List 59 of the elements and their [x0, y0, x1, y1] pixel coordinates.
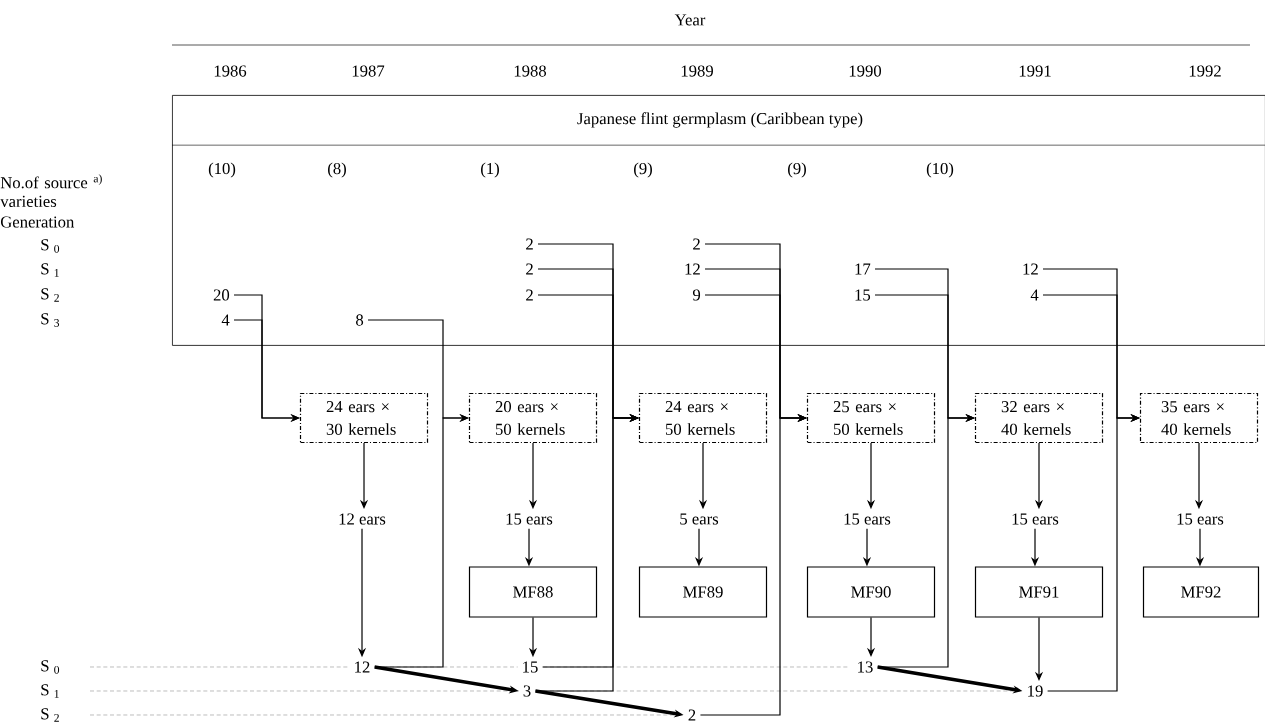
label: (8) [328, 162, 346, 178]
population-box: MF91 [974, 566, 1104, 618]
sample-box: 35 ears × 40 kernels [1139, 392, 1259, 444]
label: (10) [926, 162, 954, 178]
population-box: MF90 [806, 566, 936, 618]
ear-count: 4 [217, 310, 234, 330]
label: S $_{0}$ [41, 239, 60, 253]
label: S $_{2}$ [41, 288, 59, 302]
label: S $_{2}$ [41, 708, 59, 722]
label: (1) [481, 162, 499, 178]
selection-count: 2 [683, 705, 701, 724]
selection-count: 15 [517, 657, 543, 677]
ear-count: 15 ears [839, 509, 895, 529]
sample-box: 24 ears × 30 kernels [299, 392, 429, 444]
selection-count: 12 [349, 657, 375, 677]
label: (10) [208, 162, 236, 178]
selection-count: 3 [518, 681, 536, 701]
ear-count: 9 [688, 285, 705, 305]
ear-count: 5 ears [675, 509, 723, 529]
selection-count: 19 [1022, 681, 1048, 701]
ear-count: 12 [1018, 259, 1043, 279]
ear-count: 17 [850, 259, 875, 279]
ear-count: 15 ears [501, 509, 557, 529]
sample-box: 32 ears × 40 kernels [974, 392, 1104, 444]
ear-count: 8 [351, 310, 368, 330]
ear-count: 15 ears [1007, 509, 1063, 529]
label: (9) [634, 162, 652, 178]
population-box: MF88 [468, 566, 598, 618]
ear-count: 2 [521, 285, 538, 305]
population-box: MF92 [1142, 566, 1260, 618]
sample-box: 24 ears × 50 kernels [638, 392, 768, 444]
ear-count: 4 [1026, 285, 1043, 305]
ear-count: 2 [521, 234, 538, 254]
ear-count: 2 [688, 234, 705, 254]
label: 1988 [514, 65, 547, 77]
label: 1986 [214, 65, 247, 77]
label: S $_{0}$ [41, 660, 60, 674]
selection-count: 13 [852, 657, 878, 677]
sample-box: 20 ears × 50 kernels [468, 392, 598, 444]
label: 1992 [1189, 65, 1221, 77]
label: S $_{1}$ [41, 263, 59, 277]
label: No.of source $^{a)}$ varieties [0, 174, 102, 207]
label: 1989 [681, 65, 713, 77]
label: S $_{3}$ [41, 313, 60, 327]
label: Year [674, 14, 706, 26]
label: Generation [0, 216, 75, 228]
ear-count: 2 [521, 259, 538, 279]
sample-box: 25 ears × 50 kernels [806, 392, 936, 444]
label: 1991 [1019, 65, 1051, 77]
ear-count: 15 [850, 285, 875, 305]
ear-count: 12 [680, 259, 705, 279]
ear-count: 20 [209, 285, 234, 305]
label: 1990 [849, 65, 882, 77]
label: S $_{1}$ [41, 684, 59, 698]
population-box: MF89 [638, 566, 768, 618]
label: 1987 [352, 65, 385, 77]
label: (9) [788, 162, 806, 178]
ear-count: 12 ears [334, 509, 390, 529]
ear-count: 15 ears [1172, 509, 1228, 529]
